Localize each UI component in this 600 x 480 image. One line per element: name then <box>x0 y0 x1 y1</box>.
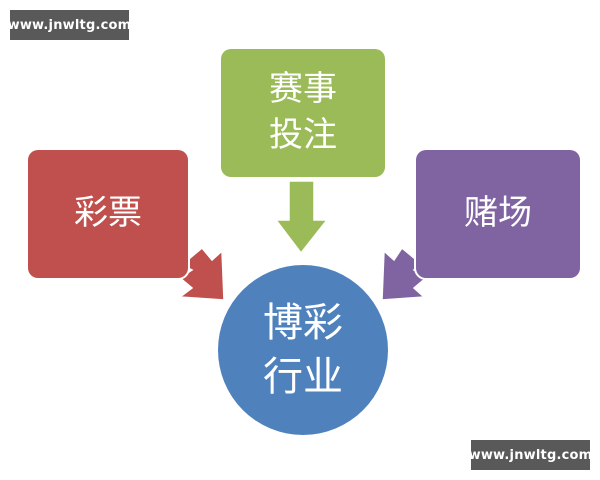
center-label-line2: 行业 <box>263 354 343 400</box>
casino-box: 赌场 <box>416 150 580 278</box>
sports-betting-label-line1: 赛事 <box>269 69 337 110</box>
lottery-box: 彩票 <box>28 150 188 278</box>
arrow-down-icon <box>274 180 329 255</box>
gambling-industry-circle: 博彩 行业 <box>218 265 388 435</box>
sports-betting-label-line2: 投注 <box>269 115 337 155</box>
center-label-line1: 博彩 <box>263 300 343 346</box>
lottery-label: 彩票 <box>74 193 142 234</box>
watermark-bottom: www.jnwltg.com <box>469 440 592 470</box>
watermark-top: www.jnwltg.com <box>8 10 131 40</box>
casino-label: 赌场 <box>464 193 532 234</box>
sports-betting-box: 赛事 投注 <box>221 49 385 177</box>
